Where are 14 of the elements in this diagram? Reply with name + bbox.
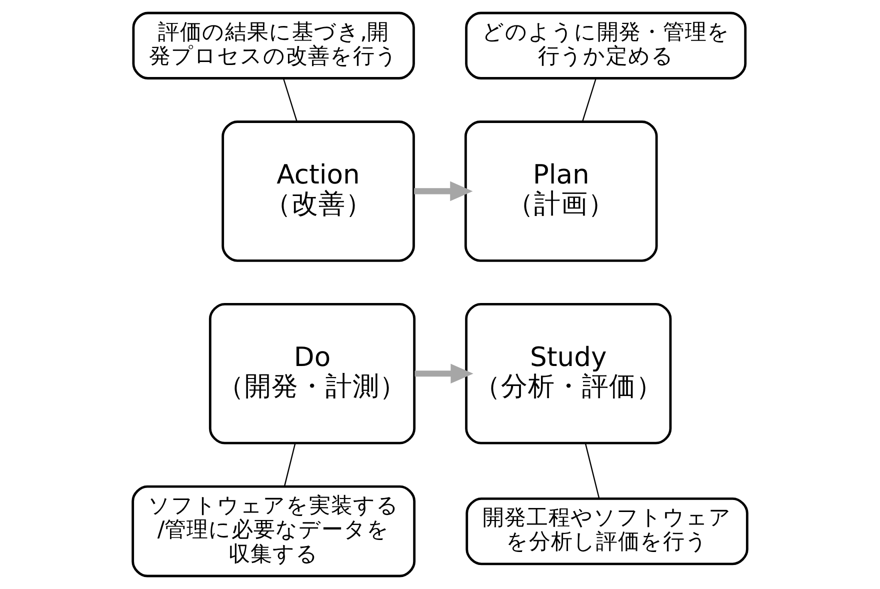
arrow xyxy=(414,364,474,384)
node-box: ソフトウェアを実装する/管理に必要なデータを収集する xyxy=(132,485,416,578)
connector xyxy=(284,443,296,487)
connector xyxy=(282,78,298,122)
node-box: 評価の結果に基づき,開発プロセスの改善を行う xyxy=(132,12,415,80)
node-box: Study （分析・評価） xyxy=(465,302,672,444)
connector xyxy=(584,443,600,499)
node-box: Action （改善） xyxy=(222,120,415,262)
node-box: Do （開発・計測） xyxy=(208,302,416,444)
connector xyxy=(582,78,597,122)
arrow xyxy=(414,181,473,202)
node-box: Plan （計画） xyxy=(464,120,658,262)
node-box: どのように開発・管理を行うか定める xyxy=(465,12,747,80)
node-box: 開発工程やソフトウェアを分析し評価を行う xyxy=(466,497,748,566)
